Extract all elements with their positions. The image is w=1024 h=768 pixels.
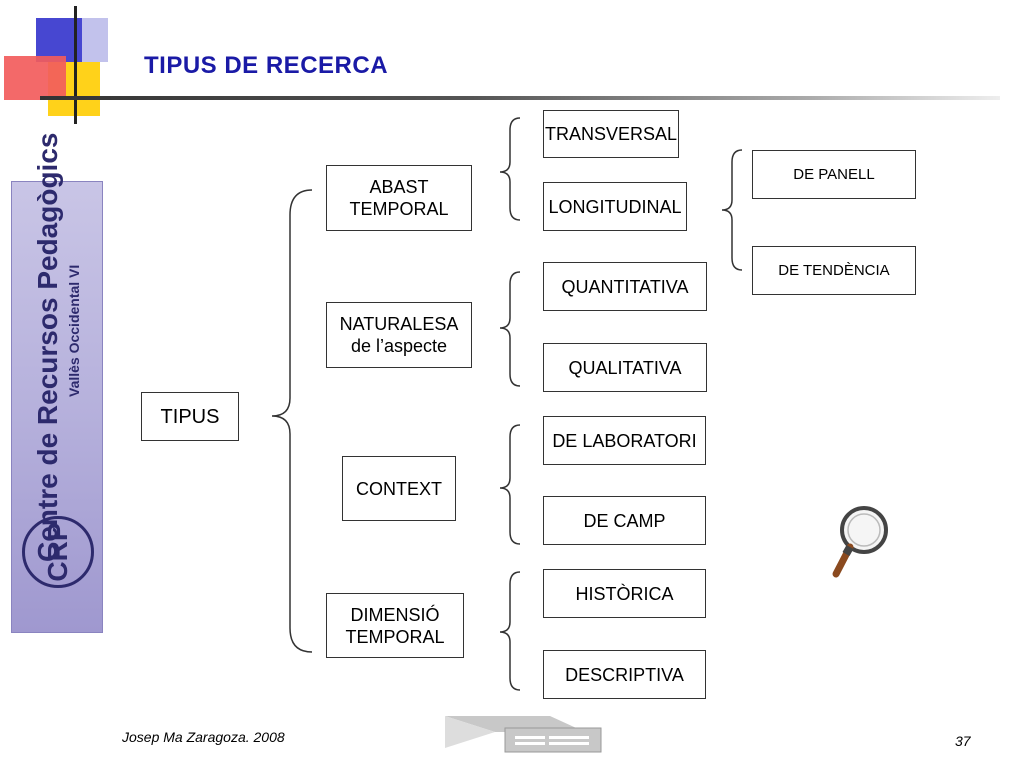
crp-logo: Centre de Recursos Pedagògics Vallès Occ… bbox=[11, 133, 103, 633]
footer-nav-decoration bbox=[445, 716, 602, 753]
node-context: CONTEXT bbox=[342, 456, 456, 521]
node-naturalesa: NATURALESA de l’aspecte bbox=[326, 302, 472, 368]
node-de-camp: DE CAMP bbox=[543, 496, 706, 545]
node-quantitativa: QUANTITATIVA bbox=[543, 262, 707, 311]
page-number: 37 bbox=[955, 733, 971, 749]
node-descriptiva: DESCRIPTIVA bbox=[543, 650, 706, 699]
slide-title: TIPUS DE RECERCA bbox=[144, 52, 389, 79]
node-abast-temporal: ABAST TEMPORAL bbox=[326, 165, 472, 231]
node-historica: HISTÒRICA bbox=[543, 569, 706, 618]
node-qualitativa: QUALITATIVA bbox=[543, 343, 707, 392]
brace-context bbox=[499, 424, 521, 545]
title-rule bbox=[40, 96, 1000, 100]
brace-naturalesa bbox=[499, 271, 521, 387]
brace-abast bbox=[499, 117, 521, 221]
node-transversal: TRANSVERSAL bbox=[543, 110, 679, 158]
node-longitudinal: LONGITUDINAL bbox=[543, 182, 687, 231]
node-de-tendencia: DE TENDÈNCIA bbox=[752, 246, 916, 295]
node-tipus: TIPUS bbox=[141, 392, 239, 441]
brace-root bbox=[271, 189, 313, 653]
node-dimensio-temporal: DIMENSIÓ TEMPORAL bbox=[326, 593, 464, 658]
magnifier-icon bbox=[832, 506, 888, 578]
logo-crp-circle: CRP bbox=[22, 516, 94, 588]
node-de-laboratori: DE LABORATORI bbox=[543, 416, 706, 465]
brace-longitudinal bbox=[721, 149, 743, 271]
brace-dimensio bbox=[499, 571, 521, 691]
footer-author: Josep Ma Zaragoza. 2008 bbox=[122, 729, 285, 745]
node-de-panell: DE PANELL bbox=[752, 150, 916, 199]
